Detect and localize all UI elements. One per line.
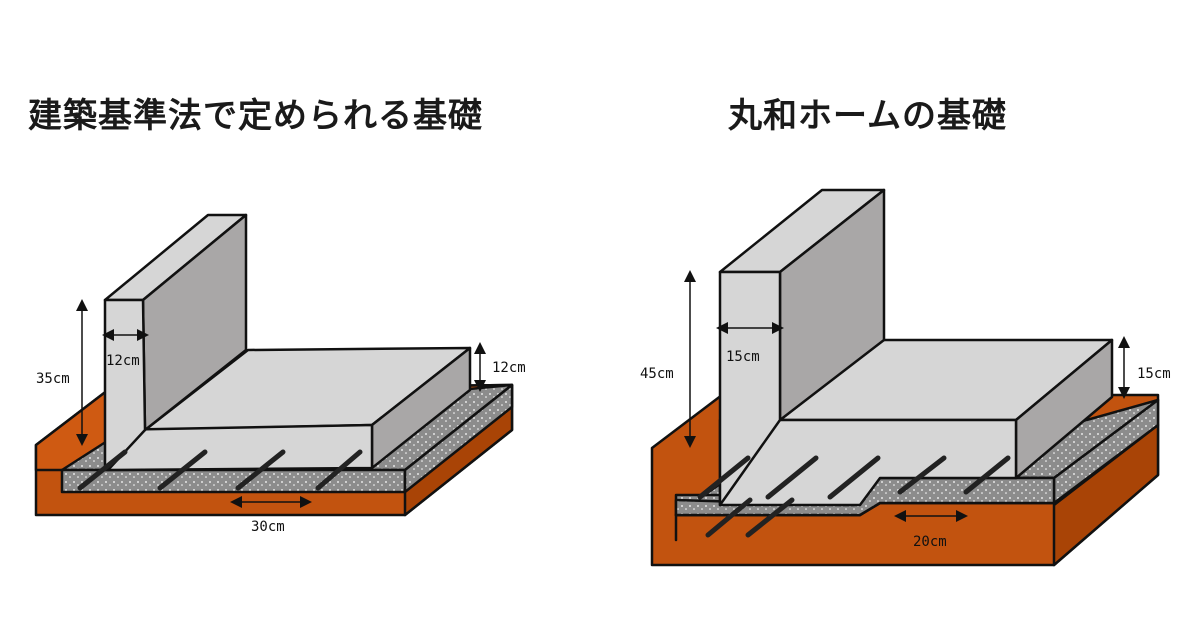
left-slab-thickness-label: 12cm [492, 360, 526, 376]
left-wall-width-label: 12cm [106, 353, 140, 369]
right-rebars [697, 455, 1011, 538]
right-dimensions [684, 270, 1130, 522]
left-wall [103, 213, 248, 472]
right-title: 丸和ホームの基礎 [728, 96, 1007, 136]
left-height-label: 35cm [36, 371, 70, 387]
left-dimensions [76, 299, 486, 508]
right-footing-slab [718, 338, 1114, 507]
right-height-label: 45cm [640, 366, 674, 382]
left-foundation [34, 213, 514, 517]
left-footing-slab [106, 346, 472, 472]
right-rebar-spacing-label: 20cm [913, 534, 947, 550]
left-rebars [77, 449, 363, 491]
right-slab-thickness-label: 15cm [1137, 366, 1171, 382]
left-rebar-spacing-label: 30cm [251, 519, 285, 535]
left-title: 建築基準法で定められる基礎 [28, 96, 483, 136]
right-foundation [650, 188, 1160, 567]
right-wall-width-label: 15cm [726, 349, 760, 365]
